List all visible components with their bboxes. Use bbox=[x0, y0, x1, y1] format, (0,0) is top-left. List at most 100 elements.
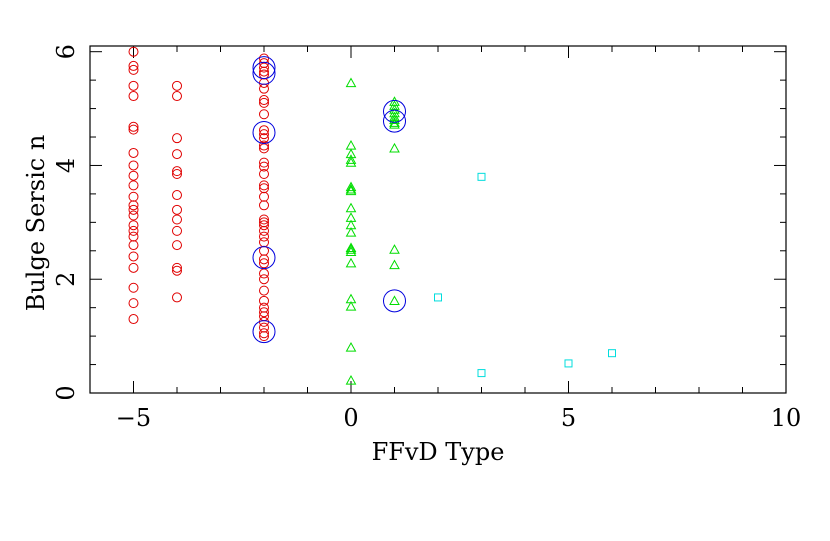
x-tick-label: 5 bbox=[561, 404, 576, 432]
data-point-triangle bbox=[345, 77, 357, 88]
data-point-circle bbox=[172, 214, 182, 225]
data-point-circle bbox=[259, 225, 269, 236]
data-point-circle bbox=[259, 331, 269, 342]
data-point-circle bbox=[128, 46, 139, 57]
data-point-circle bbox=[259, 307, 269, 318]
data-point-triangle bbox=[389, 118, 400, 129]
data-point-triangle bbox=[389, 244, 400, 254]
highlight-circle bbox=[383, 99, 406, 123]
data-point-circle bbox=[259, 285, 269, 296]
data-point-triangle bbox=[389, 259, 400, 270]
data-point-circle bbox=[128, 220, 139, 231]
highlight-circle bbox=[252, 120, 276, 144]
data-point-circle bbox=[128, 262, 139, 273]
data-point-circle bbox=[259, 62, 269, 73]
data-point-square bbox=[477, 369, 486, 378]
data-point-circle bbox=[172, 168, 182, 179]
data-point-circle bbox=[259, 231, 269, 242]
highlight-circle bbox=[252, 320, 276, 344]
data-point-triangle bbox=[345, 341, 357, 352]
data-point-circle bbox=[259, 214, 269, 225]
data-point-circle bbox=[259, 200, 269, 211]
data-point-circle bbox=[128, 124, 139, 135]
y-tick-label: 6 bbox=[52, 44, 80, 59]
data-point-circle bbox=[128, 160, 139, 171]
x-tick-labels: −5 0 5 10 bbox=[116, 404, 801, 432]
data-point-circle bbox=[128, 200, 139, 211]
data-point-square bbox=[564, 359, 573, 368]
data-point-circle bbox=[128, 240, 139, 251]
data-point-circle bbox=[128, 282, 139, 293]
data-point-triangle bbox=[345, 301, 357, 311]
data-point-triangle bbox=[389, 295, 400, 305]
data-point-circle bbox=[128, 251, 139, 262]
data-point-circle bbox=[128, 60, 139, 71]
highlight-circle bbox=[383, 289, 406, 313]
x-tick-label: 0 bbox=[343, 404, 358, 432]
data-point-circle bbox=[172, 204, 182, 215]
data-point-square bbox=[434, 293, 442, 302]
x-axis-title: FFvD Type bbox=[372, 438, 505, 466]
data-point-circle bbox=[128, 225, 139, 236]
data-point-circle bbox=[259, 97, 269, 108]
data-point-circle bbox=[172, 149, 182, 160]
data-point-triangle bbox=[345, 227, 357, 237]
y-tick-label: 2 bbox=[52, 272, 80, 287]
highlight-circle bbox=[252, 246, 276, 270]
data-point-circle bbox=[172, 166, 182, 177]
data-point-triangle bbox=[345, 246, 357, 257]
data-point-circle bbox=[259, 125, 269, 136]
data-point-circle bbox=[172, 240, 182, 251]
data-point-circle bbox=[259, 95, 269, 106]
data-point-circle bbox=[259, 157, 269, 168]
data-point-circle bbox=[259, 274, 269, 285]
data-point-circle bbox=[172, 262, 182, 273]
data-point-circle bbox=[172, 225, 182, 236]
data-point-circle bbox=[128, 314, 139, 325]
data-point-circle bbox=[128, 180, 139, 191]
data-point-triangle bbox=[345, 183, 357, 194]
data-point-triangle bbox=[389, 142, 400, 153]
y-tick-labels: 0 2 4 6 bbox=[52, 44, 80, 401]
data-point-circle bbox=[128, 80, 139, 91]
data-point-circle bbox=[172, 133, 182, 144]
data-point-triangle bbox=[389, 114, 400, 125]
y-tick-label: 4 bbox=[52, 158, 80, 173]
data-point-circle bbox=[172, 80, 182, 91]
data-point-circle bbox=[128, 147, 139, 158]
x-tick-label: −5 bbox=[116, 404, 151, 432]
data-point-triangle bbox=[345, 257, 357, 268]
highlight-circle bbox=[383, 109, 406, 133]
data-point-circle bbox=[259, 161, 269, 172]
highlight-circle bbox=[252, 61, 276, 85]
highlight-circle bbox=[252, 56, 276, 80]
x-tick-label: 10 bbox=[771, 404, 802, 432]
data-point-circle bbox=[128, 210, 139, 221]
data-point-circle bbox=[259, 295, 269, 306]
data-point-circle bbox=[128, 170, 139, 181]
data-points bbox=[128, 46, 616, 385]
data-point-circle bbox=[172, 91, 182, 102]
data-point-circle bbox=[128, 64, 139, 75]
data-point-circle bbox=[259, 66, 269, 77]
data-point-circle bbox=[259, 180, 269, 191]
data-point-circle bbox=[259, 220, 269, 231]
y-axis-title: Bulge Sersic n bbox=[22, 135, 50, 312]
data-point-circle bbox=[259, 109, 269, 120]
data-point-triangle bbox=[345, 185, 357, 196]
data-point-circle bbox=[172, 265, 182, 276]
data-point-circle bbox=[259, 133, 269, 144]
data-point-triangle bbox=[345, 202, 357, 213]
data-point-triangle bbox=[345, 154, 357, 164]
data-point-triangle bbox=[389, 107, 400, 118]
data-point-square bbox=[608, 349, 616, 358]
data-point-triangle bbox=[345, 242, 357, 253]
axis-ticks bbox=[89, 46, 787, 394]
data-point-circle bbox=[259, 328, 269, 339]
data-point-circle bbox=[259, 168, 269, 179]
data-point-triangle bbox=[345, 157, 357, 167]
data-point-circle bbox=[259, 258, 269, 269]
y-tick-label: 0 bbox=[52, 385, 80, 400]
data-point-circle bbox=[172, 292, 182, 303]
